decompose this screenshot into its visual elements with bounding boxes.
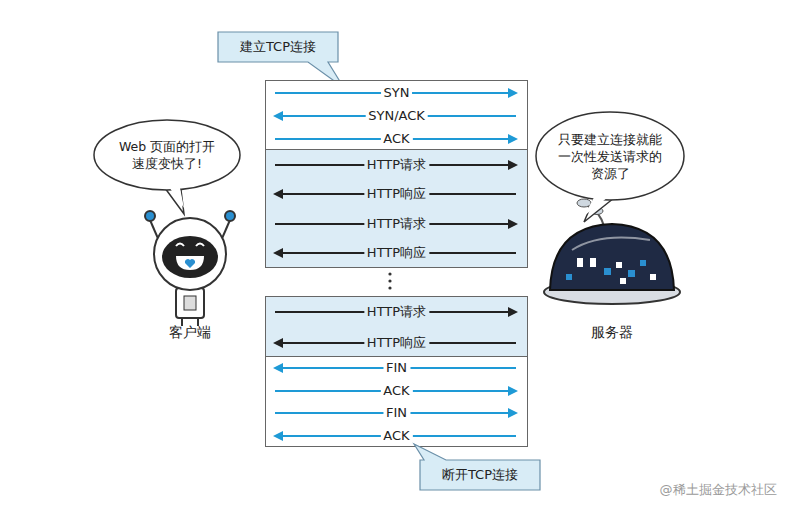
message-label: FIN: [383, 360, 410, 376]
bubble-tail-join: [164, 178, 184, 208]
bubble-text: Web 页面的打开 速度变快了!: [111, 138, 223, 172]
message-label: HTTP响应: [364, 335, 429, 351]
arrow-head: [508, 408, 518, 418]
arrow-head: [273, 189, 283, 199]
watermark: @稀土掘金技术社区: [660, 481, 777, 499]
arrow-head: [273, 431, 283, 441]
arrow-head: [508, 307, 518, 317]
callout-box: 建立TCP连接: [218, 32, 338, 62]
callout-text: 建立TCP连接: [240, 38, 316, 56]
message-label: FIN: [383, 405, 410, 421]
bubble-shape: [92, 118, 242, 192]
message-label: HTTP请求: [364, 304, 429, 320]
bubble-tail-join: [584, 190, 612, 216]
client-robot: [145, 211, 235, 326]
message-label: ACK: [380, 131, 412, 147]
message-label: HTTP响应: [364, 186, 429, 202]
arrow-head: [273, 248, 283, 258]
message-band: HTTP请求 HTTP响应 HTTP请求 HTTP响应: [265, 150, 528, 268]
callout-box: 断开TCP连接: [420, 460, 540, 490]
server-label: 服务器: [591, 323, 633, 341]
message-label: HTTP请求: [364, 216, 429, 232]
arrow-head: [508, 160, 518, 170]
arrow-head: [273, 111, 283, 121]
arrow-head: [273, 363, 283, 373]
ellipsis-dots: [388, 272, 391, 289]
message-label: HTTP响应: [364, 245, 429, 261]
arrow-head: [508, 219, 518, 229]
message-label: SYN: [381, 85, 413, 101]
arrow-head: [508, 134, 518, 144]
arrow-head: [508, 386, 518, 396]
server-robot: [544, 199, 680, 304]
message-band: HTTP请求 HTTP响应: [265, 296, 528, 357]
speech-bubble: 只要建立连接就能 一次性发送请求的 资源了: [534, 110, 686, 202]
message-label: ACK: [380, 383, 412, 399]
client-label: 客户端: [169, 323, 211, 341]
bubble-text: 只要建立连接就能 一次性发送请求的 资源了: [552, 131, 668, 182]
bubble-outline: [94, 120, 240, 190]
message-band: FIN ACK FIN ACK: [265, 357, 528, 447]
bubble-outline: [536, 112, 684, 200]
message-band: SYN SYN/ACK ACK: [265, 80, 528, 150]
message-label: SYN/ACK: [365, 108, 428, 124]
message-label: ACK: [380, 428, 412, 444]
speech-bubble: Web 页面的打开 速度变快了!: [92, 118, 242, 192]
arrow-head: [273, 338, 283, 348]
callout-text: 断开TCP连接: [442, 466, 518, 484]
callout-outline: [414, 444, 540, 490]
arrow-head: [508, 88, 518, 98]
message-label: HTTP请求: [364, 157, 429, 173]
